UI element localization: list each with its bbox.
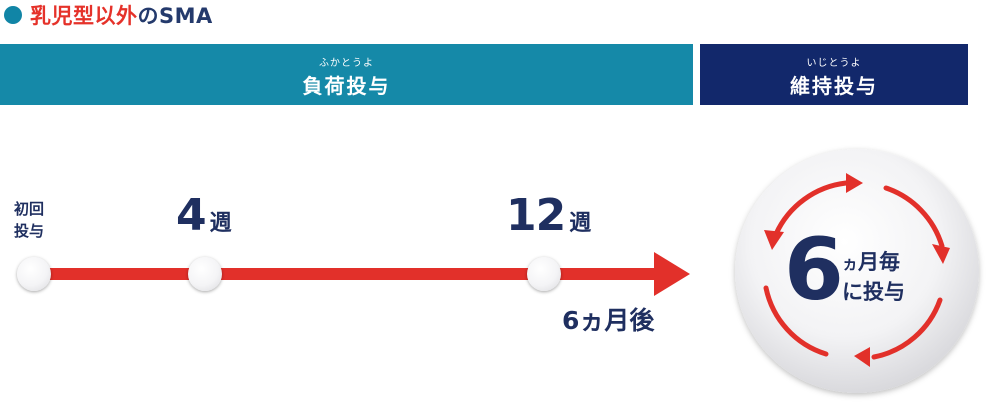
cycle-arrowhead-4-icon	[932, 244, 950, 264]
title-prefix: 乳児型以外	[30, 4, 138, 28]
week12-number: 12	[506, 190, 566, 241]
cycle-number: 6	[784, 220, 844, 320]
cycle-arrow-arc-2	[763, 285, 829, 357]
timeline-node-week4	[188, 257, 222, 291]
six-months-after-label: 6ヵ月後	[562, 306, 655, 335]
loading-dose-bar: ふかとうよ 負荷投与	[0, 44, 693, 105]
week4-unit: 週	[209, 211, 232, 236]
cycle-diagram	[735, 149, 979, 393]
cycle-arrowhead-2-icon	[764, 230, 784, 250]
loading-dose-label: 負荷投与	[302, 74, 391, 98]
section-title: 乳児型以外 のSMA	[4, 2, 213, 28]
cycle-arrowhead-1-icon	[846, 173, 863, 193]
week4-number: 4	[176, 190, 207, 241]
maintenance-dose-bar: いじとうよ 維持投与	[700, 44, 968, 105]
loading-dose-ruby: ふかとうよ	[319, 58, 374, 69]
maintenance-dose-ruby: いじとうよ	[806, 58, 862, 69]
timeline-line	[32, 268, 664, 280]
cycle-arrow-arc-3	[871, 297, 943, 360]
maintenance-dose-label: 維持投与	[790, 74, 878, 98]
cycle-caption: ヵ月毎 に投与	[842, 248, 905, 306]
first-dose-line1: 初回	[14, 200, 45, 218]
bullet-dot-icon	[4, 6, 22, 24]
title-suffix: のSMA	[137, 4, 213, 28]
first-dose-label: 初回 投与	[14, 198, 44, 242]
cycle-arrowhead-3-icon	[854, 347, 870, 367]
cycle-text: 6 ヵ月毎 に投与	[726, 140, 988, 402]
week12-unit: 週	[569, 211, 592, 236]
cycle-arrow-arc-4	[883, 185, 945, 249]
first-dose-line2: 投与	[14, 222, 45, 240]
timeline-node-week12	[527, 257, 561, 291]
cycle-caption-small: ヵ	[842, 254, 859, 273]
cycle-caption-line1: 月毎	[858, 250, 901, 274]
timeline-arrow-icon	[654, 252, 690, 296]
timeline-node-first-dose	[17, 257, 51, 291]
cycle-caption-line2: に投与	[842, 280, 905, 304]
cycle-arrow-arc-1	[773, 180, 849, 237]
